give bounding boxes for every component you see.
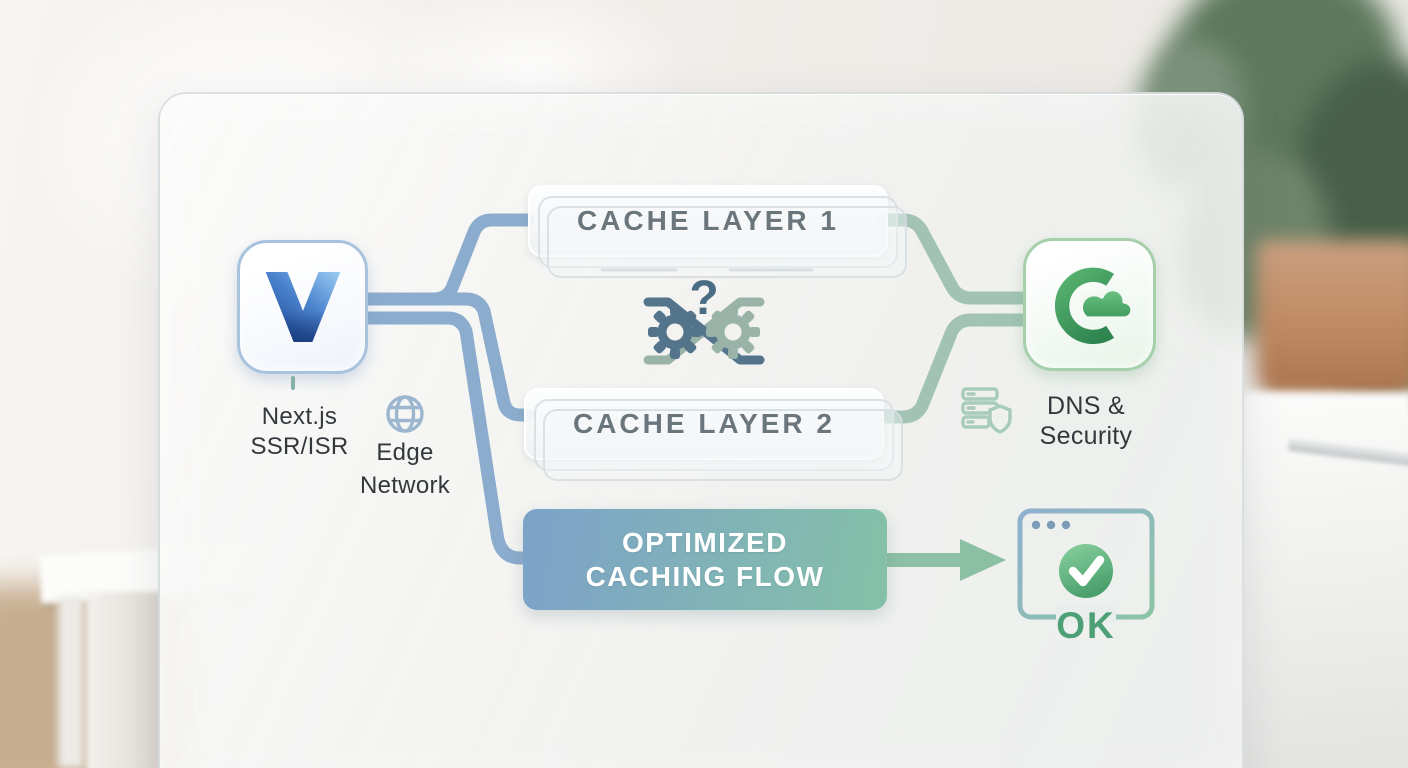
- origin-label: Next.js SSR/ISR: [222, 402, 377, 462]
- border-gap: [1056, 605, 1116, 623]
- optimized-flow-box: OPTIMIZED CACHING FLOW: [523, 509, 887, 610]
- cache-card-ghost: [547, 206, 907, 278]
- browser-dots: [1031, 520, 1071, 530]
- origin-to-cache2-line: [355, 292, 535, 422]
- v-logo-icon: [265, 272, 340, 342]
- origin-label-line2: SSR/ISR: [250, 433, 349, 460]
- cache-card-ghost: [543, 409, 903, 481]
- table-leg: [58, 596, 84, 768]
- cache-layer-2-label: CACHE LAYER 2: [572, 408, 835, 439]
- edge-label-line1: Edge: [376, 439, 434, 466]
- swap-line-dark: [643, 297, 765, 365]
- cache-card-ghost: [534, 399, 894, 471]
- gears-swap-icon: ?: [643, 272, 765, 365]
- server-shield-icon: [961, 387, 1012, 434]
- origin-to-flow-line: [355, 311, 534, 565]
- cloud-c-icon: [1054, 267, 1133, 344]
- flow-label-line2: CACHING FLOW: [585, 560, 825, 592]
- origin-label-line1: Next.js: [261, 403, 338, 430]
- edge-label-line2: Network: [359, 472, 451, 499]
- cache1-to-dns-line: [876, 213, 1034, 305]
- check-circle: [1059, 544, 1113, 598]
- table-leg: [86, 592, 164, 768]
- shield-shape: [988, 404, 1012, 434]
- cache-layer-2-card: CACHE LAYER 2: [524, 388, 903, 481]
- cache2-to-dns-line: [873, 313, 1034, 424]
- globe-icon: [386, 395, 424, 433]
- cloud-shape: [1078, 286, 1133, 321]
- cache-layer-1-card: CACHE LAYER 1: [528, 185, 907, 278]
- browser-check-icon: OK: [1017, 508, 1155, 646]
- ok-label: OK: [1056, 605, 1116, 646]
- flow-label-line1: OPTIMIZED: [622, 526, 788, 558]
- cache-layer-1-label: CACHE LAYER 1: [576, 205, 839, 236]
- cache-card-ghost: [538, 196, 898, 268]
- dns-security-label: DNS & Security: [1005, 391, 1167, 451]
- connector-tick: [291, 376, 295, 390]
- check-mark: [1068, 555, 1105, 587]
- question-mark: ?: [689, 272, 718, 325]
- edge-network-label: Edge Network: [345, 436, 465, 502]
- gear-left: [648, 305, 702, 359]
- dns-logo-card: [1023, 238, 1156, 371]
- origin-to-cache1-line: [355, 213, 535, 306]
- dns-label-line1: DNS &: [1047, 392, 1125, 420]
- plant-pot: [1256, 240, 1408, 398]
- dns-label-line2: Security: [1039, 422, 1133, 450]
- flow-arrow-head: [960, 539, 1006, 581]
- gear-right: [706, 305, 760, 359]
- origin-logo-card: [237, 240, 368, 374]
